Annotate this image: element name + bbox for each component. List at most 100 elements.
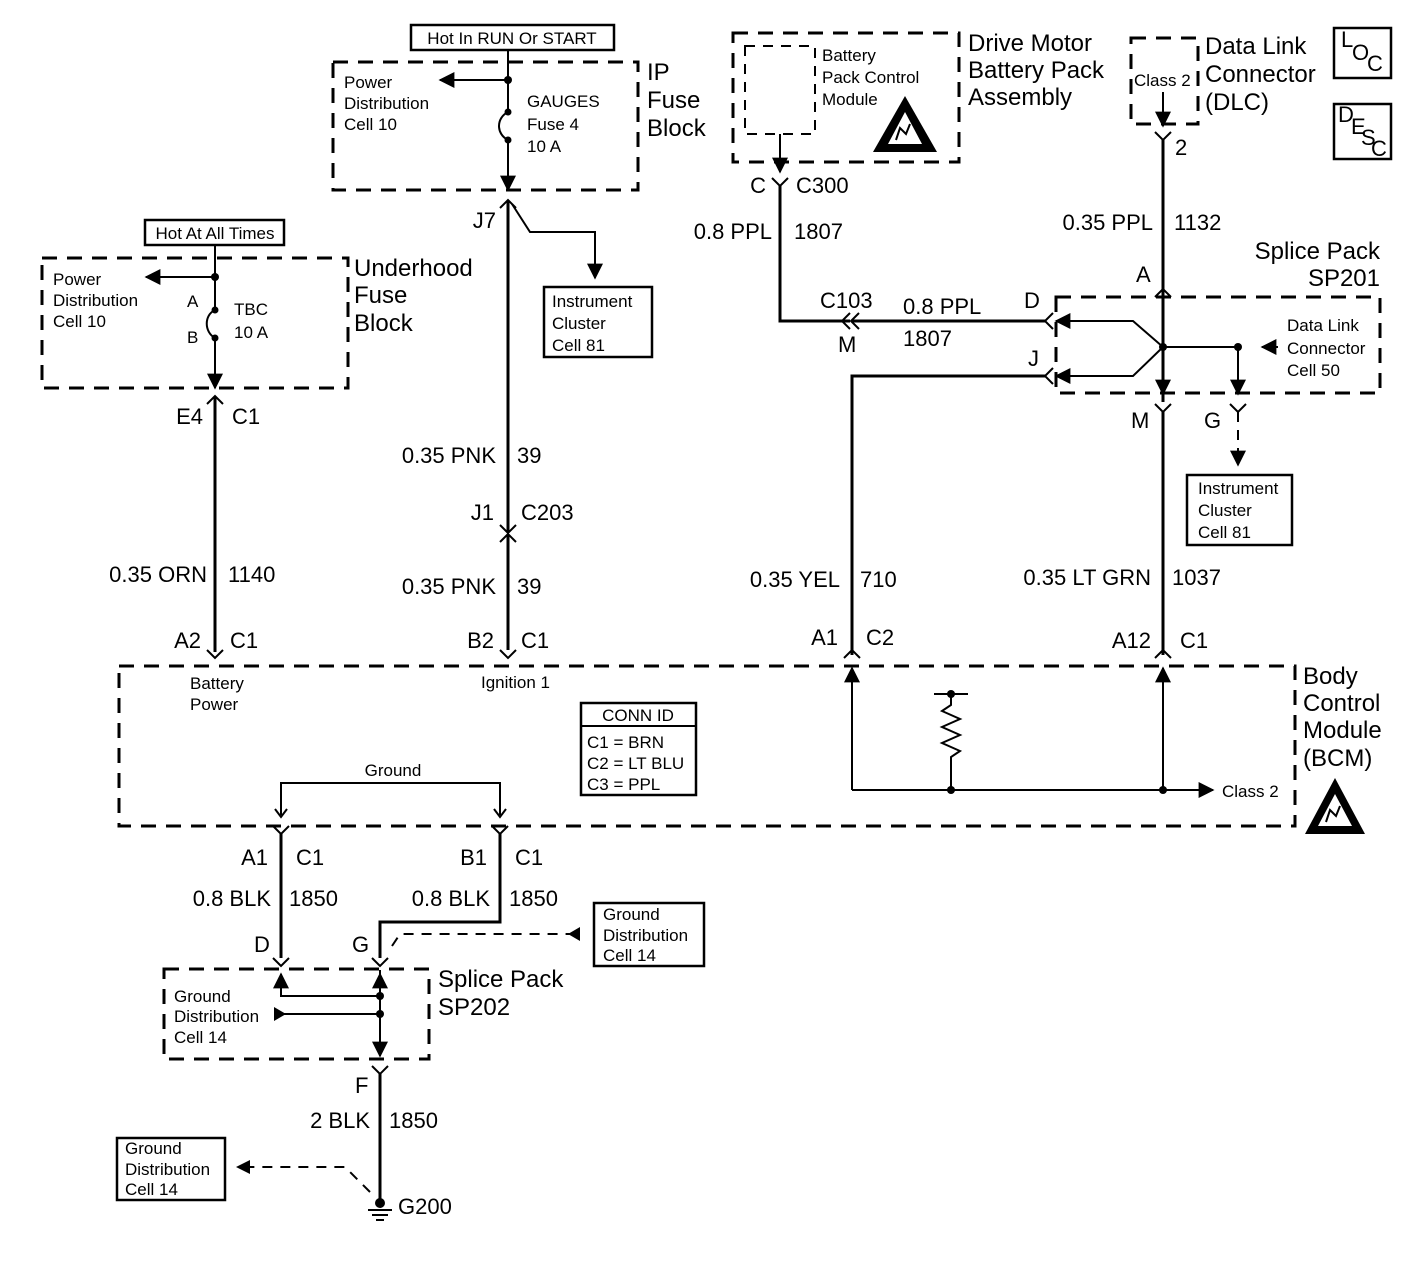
bcm-outline	[117, 664, 1297, 828]
gd-cell-inner-1: Ground	[174, 987, 231, 1006]
gauges-fuse-label-2: Fuse 4	[527, 115, 579, 134]
connector-b1-gnd: B1	[460, 845, 487, 870]
sp201-title-1: Splice Pack	[1255, 238, 1381, 265]
gd-cell-inner-2: Distribution	[174, 1007, 259, 1026]
ic-cell-left-box	[542, 285, 654, 359]
wire-ppl-c103-color: 0.8 PPL	[903, 294, 981, 319]
drive-motor-title-1: Drive Motor	[968, 30, 1092, 57]
wire-ppl-dlc-color: 0.35 PPL	[1062, 210, 1153, 235]
wire-ppl-c300-color: 0.8 PPL	[694, 219, 772, 244]
bcm-title-2: Control	[1303, 690, 1380, 717]
wire-1807-c300	[778, 186, 850, 323]
connector-a1-gnd: A1	[241, 845, 268, 870]
wire-pnk-top-color: 0.35 PNK	[402, 443, 496, 468]
hot-run-start-label: Hot In RUN Or START	[427, 29, 596, 48]
connector-a12-c1: C1	[1180, 628, 1208, 653]
gd-cell-right-2: Distribution	[603, 926, 688, 945]
body-control-module: Body Control Module (BCM) Battery Power …	[117, 663, 1382, 834]
connector-c103: C103	[820, 288, 873, 313]
gd-cell-bottom-1: Ground	[125, 1139, 182, 1158]
connector-j1: J1	[471, 500, 494, 525]
tbc-fuse-label-1: TBC	[234, 300, 268, 319]
wire-yel-color: 0.35 YEL	[750, 567, 840, 592]
gauges-fuse-label-3: 10 A	[527, 137, 562, 156]
connector-b1-gnd-c1: C1	[515, 845, 543, 870]
wire-1850-b1	[378, 834, 502, 958]
gauges-fuse-symbol	[498, 111, 509, 141]
sp202-pin-f: F	[355, 1073, 368, 1098]
tbc-pin-b: B	[187, 328, 198, 347]
ip-power-dist-3: Cell 10	[344, 115, 397, 134]
svg-text:E: E	[1351, 114, 1366, 139]
circuit-1132: 0.35 PPL 1132 A	[1062, 140, 1221, 298]
wire-ppl-dlc-circuit: 1132	[1174, 210, 1221, 235]
sp202-title-2: SP202	[438, 994, 510, 1021]
wire-blk-f-color: 2 BLK	[310, 1108, 370, 1133]
bcm-battery-power-1: Battery	[190, 674, 244, 693]
svg-text:C: C	[1367, 51, 1383, 76]
wire-pnk-bot-color: 0.35 PNK	[402, 574, 496, 599]
dlc-pin-2: 2	[1175, 135, 1187, 160]
wire-blk-b1-color: 0.8 BLK	[412, 886, 491, 911]
bpcm-label-3: Module	[822, 90, 878, 109]
bcm-battery-power-2: Power	[190, 695, 239, 714]
wire-ltgrn-color: 0.35 LT GRN	[1023, 565, 1151, 590]
gd-cell-bottom-3: Cell 14	[125, 1180, 178, 1199]
underhood-fuse-block-outline	[40, 256, 350, 390]
wire-ppl-c103-circuit: 1807	[903, 326, 952, 351]
ip-fuse-block-title-3: Block	[647, 115, 707, 142]
uh-fuse-block-title-1: Underhood	[354, 255, 473, 282]
bcm-title-4: (BCM)	[1303, 745, 1372, 772]
gd-cell-right-3: Cell 14	[603, 946, 656, 965]
bcm-class2: Class 2	[1222, 782, 1279, 801]
hot-run-start-box	[409, 23, 616, 52]
uh-power-dist-2: Distribution	[53, 291, 138, 310]
dlc-title-1: Data Link	[1205, 33, 1307, 60]
bcm-title-1: Body	[1303, 663, 1358, 690]
sp202-outline	[162, 967, 431, 1061]
wire-blk-a1-circuit: 1850	[289, 886, 338, 911]
connector-j7: J7	[473, 208, 496, 233]
bpcm-inner-outline	[744, 45, 816, 135]
ic-cell-right-2: Cluster	[1198, 501, 1252, 520]
sp202-title-1: Splice Pack	[438, 966, 564, 993]
splice-pack-sp201: Splice Pack SP201 D J Data Link Connecto…	[1024, 238, 1382, 547]
data-link-connector: Data Link Connector (DLC) Class 2 2	[1129, 33, 1316, 160]
gd-cell-right-1: Ground	[603, 905, 660, 924]
dlc-title-3: (DLC)	[1205, 89, 1269, 116]
circuit-1850-a1: A1 C1 0.8 BLK 1850 D	[193, 825, 338, 968]
conn-id-c3: C3 = PPL	[587, 775, 660, 794]
svg-text:O: O	[1352, 40, 1369, 65]
ip-power-dist-1: Power	[344, 73, 393, 92]
svg-text:C: C	[1371, 136, 1387, 161]
svg-text:S: S	[1361, 125, 1376, 150]
pullup-resistor	[939, 694, 963, 790]
bcm-ground-bus	[280, 782, 501, 815]
conn-id-title: CONN ID	[602, 706, 674, 725]
wire-blk-a1-color: 0.8 BLK	[193, 886, 272, 911]
tbc-pin-a: A	[187, 292, 199, 311]
svg-text:D: D	[1338, 102, 1354, 127]
uh-fuse-block-title-3: Block	[354, 310, 414, 337]
bcm-ignition: Ignition 1	[481, 673, 550, 692]
circuit-1850-b1: B1 C1 0.8 BLK 1850 G Ground Distribution…	[352, 825, 706, 968]
dlc-title-2: Connector	[1205, 61, 1316, 88]
connector-c-bpcm: C	[750, 173, 766, 198]
gd-cell-inner-3: Cell 14	[174, 1028, 227, 1047]
ground-symbol-icon	[368, 1198, 392, 1221]
connector-c203: C203	[521, 500, 574, 525]
dlc-cell-3: Cell 50	[1287, 361, 1340, 380]
uh-power-dist-1: Power	[53, 270, 102, 289]
sp201-title-2: SP201	[1308, 265, 1380, 292]
ic-cell-right-3: Cell 81	[1198, 523, 1251, 542]
circuit-1807: 0.8 PPL 1807 C103 M 0.8 PPL 1807	[694, 186, 1045, 357]
connector-a2-c1: C1	[230, 628, 258, 653]
hot-all-times-label: Hot At All Times	[155, 224, 274, 243]
splice-pack-sp202: Splice Pack SP202 Ground Distribution Ce…	[162, 966, 564, 1098]
ic-cell-left-3: Cell 81	[552, 336, 605, 355]
tbc-fuse-label-2: 10 A	[234, 323, 269, 342]
connector-b2-c1: C1	[521, 628, 549, 653]
svg-text:L: L	[1341, 27, 1353, 52]
uh-power-dist-3: Cell 10	[53, 312, 106, 331]
esd-icon-bcm	[1305, 778, 1365, 834]
